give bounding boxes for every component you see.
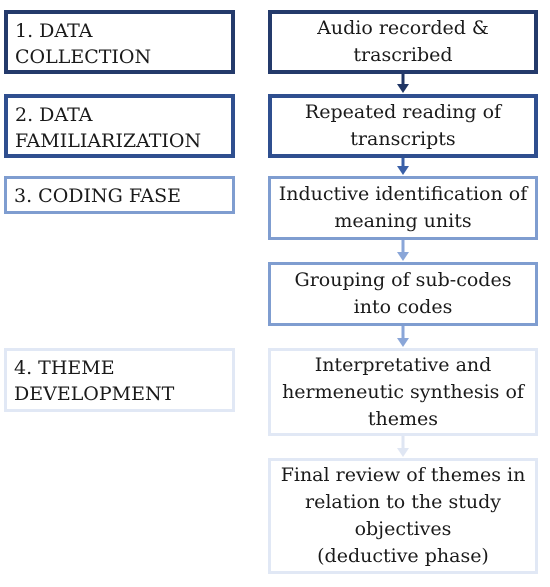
phase-label: 2. DATA FAMILIARIZATION: [15, 104, 202, 152]
step-label: Grouping of sub-codes into codes: [294, 269, 512, 318]
step-label: Repeated reading of transcripts: [304, 101, 502, 150]
phase-data-collection: 1. DATA COLLECTION: [4, 10, 235, 74]
phase-label: 4. THEME DEVELOPMENT: [14, 357, 175, 405]
step-interpretative-synthesis: Interpretative and hermeneutic synthesis…: [268, 348, 538, 436]
phase-label: 3. CODING FASE: [14, 185, 182, 207]
step-repeated-reading: Repeated reading of transcripts: [268, 94, 538, 158]
arrow-1: [397, 74, 409, 93]
arrow-3: [397, 240, 409, 261]
step-label: Audio recorded & trascribed: [317, 17, 489, 66]
step-label: Final review of themes in relation to th…: [280, 464, 526, 567]
arrow-5: [397, 436, 409, 457]
arrow-4: [397, 326, 409, 347]
step-final-review: Final review of themes in relation to th…: [268, 458, 538, 574]
step-label: Inductive identification of meaning unit…: [278, 183, 528, 232]
phase-theme-development: 4. THEME DEVELOPMENT: [4, 348, 235, 412]
step-audio-recorded: Audio recorded & trascribed: [268, 10, 538, 74]
phase-data-familiarization: 2. DATA FAMILIARIZATION: [4, 94, 235, 158]
step-grouping-subcodes: Grouping of sub-codes into codes: [268, 262, 538, 326]
phase-coding: 3. CODING FASE: [4, 176, 235, 214]
step-inductive-identification: Inductive identification of meaning unit…: [268, 176, 538, 240]
arrow-2: [397, 158, 409, 175]
step-label: Interpretative and hermeneutic synthesis…: [282, 353, 524, 430]
phase-label: 1. DATA COLLECTION: [15, 20, 152, 68]
